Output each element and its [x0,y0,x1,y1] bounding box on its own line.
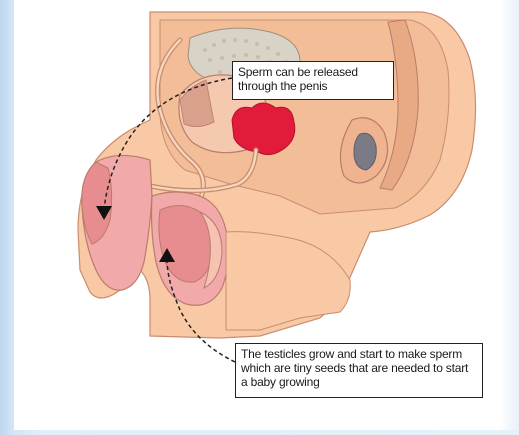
rectum-inner [354,133,376,170]
release-callout: Sperm can be released through the penis [232,61,394,100]
release-callout-text: Sperm can be released through the penis [238,65,358,93]
prostate [232,103,295,155]
testicles-callout: The testicles grow and start to make spe… [235,343,483,398]
testicles-callout-text: The testicles grow and start to make spe… [241,347,468,389]
